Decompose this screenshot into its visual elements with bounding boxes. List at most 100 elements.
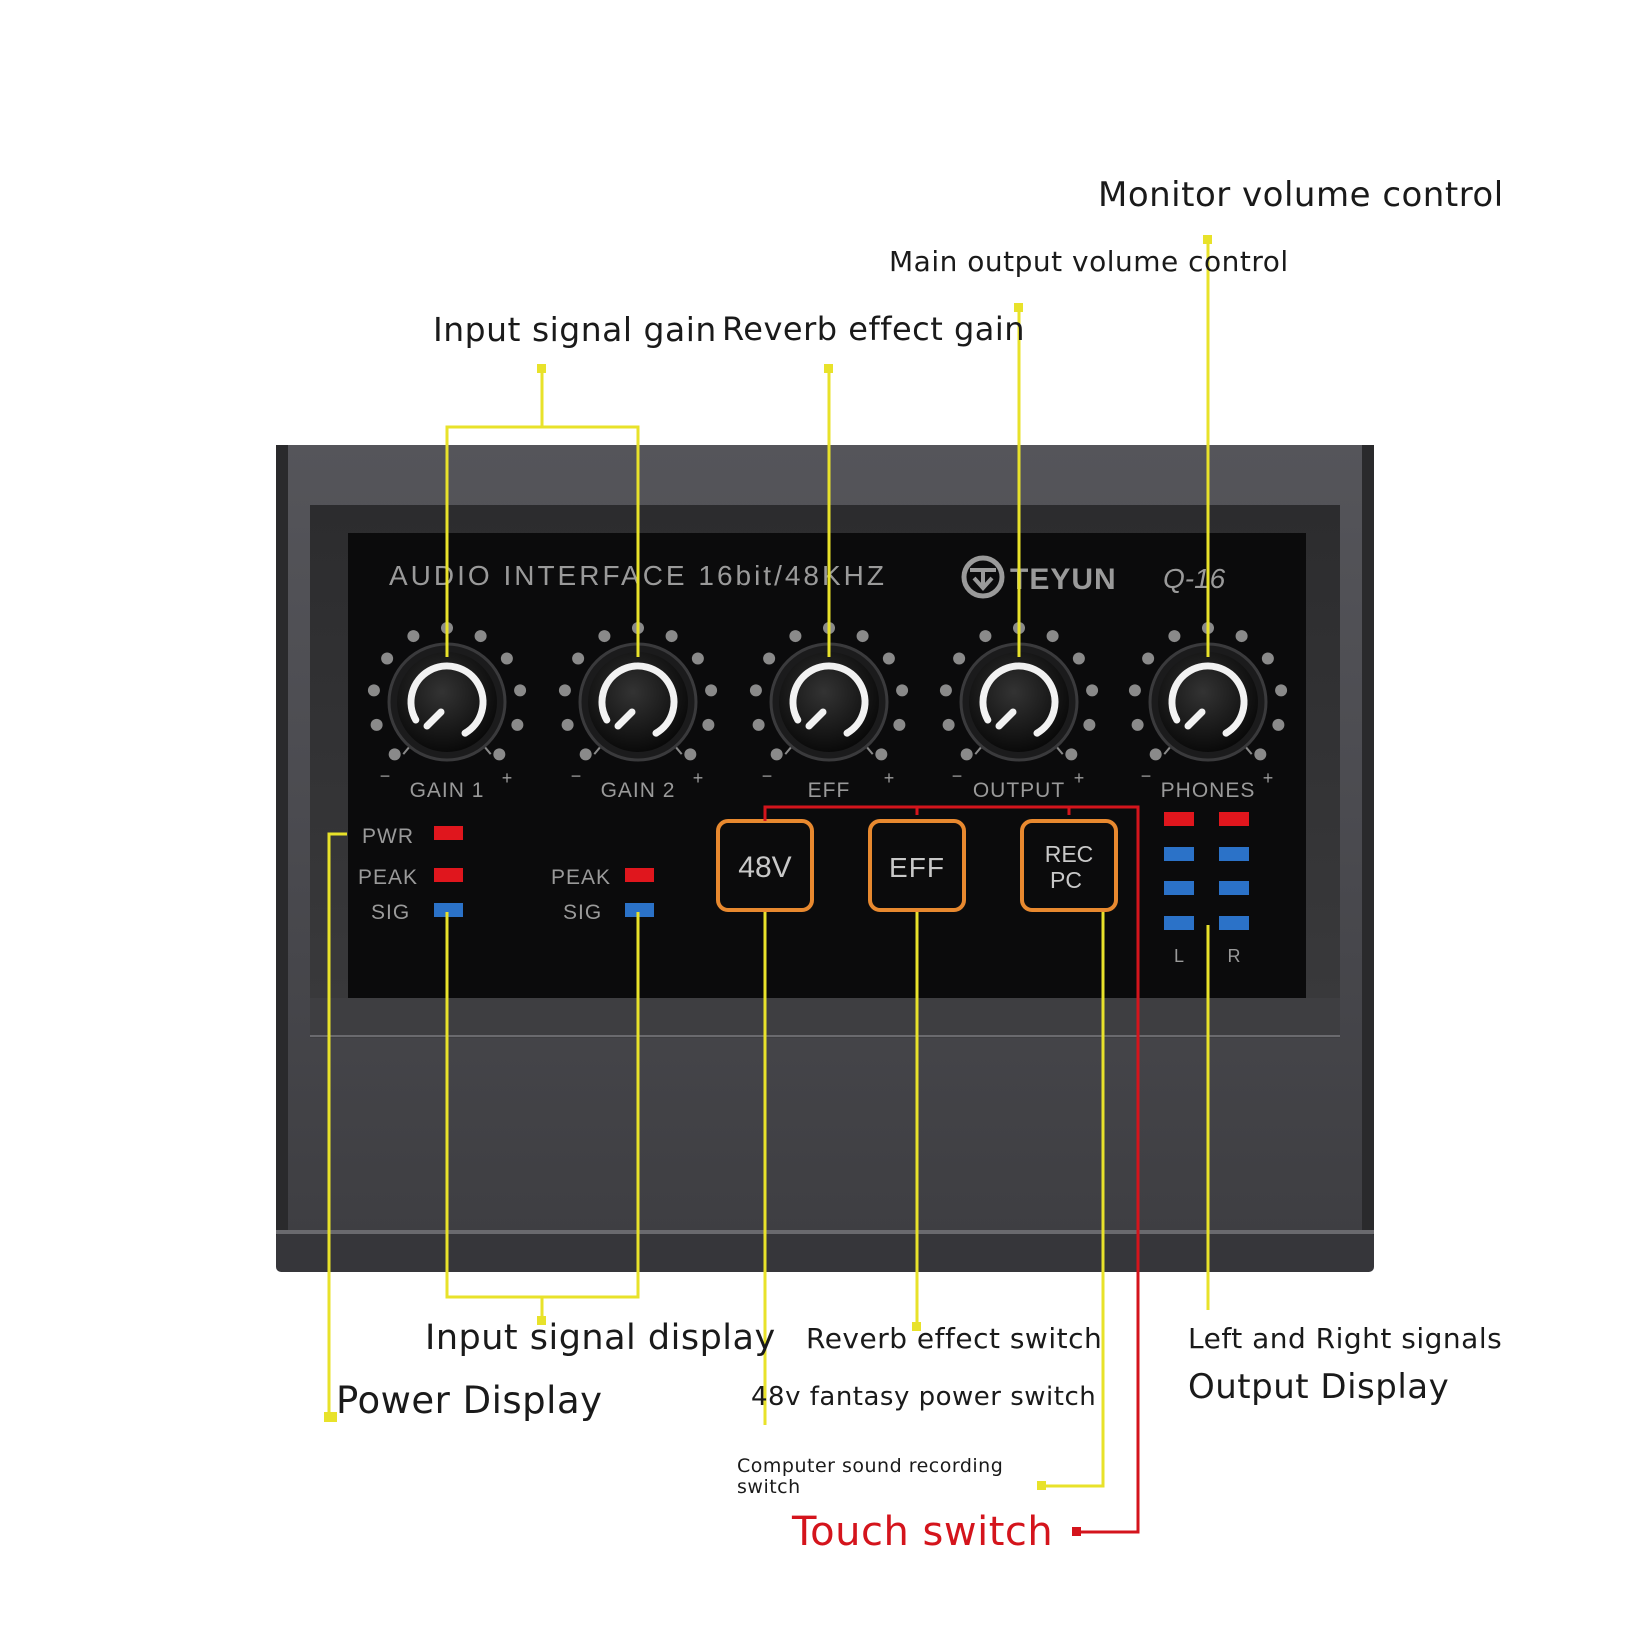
- knob-scale-dot: [942, 718, 955, 731]
- gain2-callout-line: [542, 425, 640, 657]
- touch-switch-dot: [1072, 1527, 1081, 1536]
- knob-indicator-arc: [1168, 662, 1248, 737]
- knob-scale-dot: [1128, 684, 1141, 697]
- knob-scale-dot: [875, 748, 888, 761]
- knob-row: GAIN 1−+GAIN 2−+EFF−+OUTPUT−+PHONES−+: [367, 622, 1288, 802]
- main-output-volume-label: Main output volume control: [889, 245, 1289, 278]
- knob-scale-dot: [388, 748, 401, 761]
- front-panel: [348, 533, 1306, 998]
- knob-scale-dot: [856, 630, 869, 643]
- knob-plus-label: +: [1074, 768, 1085, 788]
- knob-indicator-arc: [789, 662, 869, 737]
- knob-indicator-arc: [407, 662, 487, 737]
- output-meter: L R: [1164, 812, 1249, 966]
- knob-scale-dot: [953, 652, 966, 665]
- knob-tick: [865, 745, 874, 755]
- knob-plus-label: +: [693, 768, 704, 788]
- knob-scale-dot: [979, 630, 992, 643]
- gain-callout-line: [445, 367, 544, 657]
- device-base: [276, 1232, 1374, 1272]
- knob-minus-label: −: [762, 766, 773, 786]
- knob-label-eff: EFF: [808, 779, 851, 802]
- knob-scale-dot: [367, 684, 380, 697]
- rec-pc-button[interactable]: [1020, 819, 1118, 912]
- knob-scale-dot: [381, 652, 394, 665]
- knob-scale-dot: [1254, 748, 1267, 761]
- knob-eff-group: EFF−+: [749, 622, 909, 802]
- knob-scale-dot: [684, 748, 697, 761]
- knob-tick: [483, 745, 492, 755]
- meter-right-label: R: [1228, 946, 1241, 966]
- knob-scale-dot: [1142, 652, 1155, 665]
- monitor-volume-label: Monitor volume control: [1098, 175, 1504, 215]
- knob-scale-dot: [1083, 718, 1096, 731]
- knob-tick: [674, 745, 683, 755]
- eff-button[interactable]: [868, 819, 966, 912]
- knob-scale-dot: [1235, 630, 1248, 643]
- knob-scale-dot: [1272, 718, 1285, 731]
- input-signal-gain-label: Input signal gain: [433, 310, 717, 349]
- peak2-led: [625, 868, 654, 882]
- knob-minus-label: −: [1141, 766, 1152, 786]
- peak1-led: [434, 868, 463, 882]
- computer-recording-switch-label: Computer sound recording switch: [737, 1455, 1004, 1498]
- teyun-logo: TEYUN: [961, 555, 1117, 599]
- knob-label-phones: PHONES: [1161, 779, 1256, 802]
- power-display-label: Power Display: [336, 1379, 603, 1422]
- peak2-label: PEAK: [551, 866, 611, 889]
- knob-scale-dot: [1131, 718, 1144, 731]
- knob-label-output: OUTPUT: [973, 779, 1065, 802]
- knob-tick: [784, 745, 793, 755]
- callout-dots: [324, 235, 1212, 1490]
- knob-scale-dot: [407, 630, 420, 643]
- knob-tick: [402, 745, 411, 755]
- knob-tick: [593, 745, 602, 755]
- 48v-button-label: 48V: [738, 851, 791, 884]
- touch-switch-label: Touch switch: [792, 1509, 1054, 1555]
- knob-scale-dot: [493, 748, 506, 761]
- knob-scale-dot: [572, 652, 585, 665]
- peak1-label: PEAK: [358, 866, 418, 889]
- knob-output-group: OUTPUT−+: [939, 622, 1099, 802]
- knob-scale-dot: [474, 630, 487, 643]
- knob-scale-dot: [1168, 630, 1181, 643]
- knob-minus-label: −: [380, 766, 391, 786]
- knob-scale-dot: [1072, 652, 1085, 665]
- brand-name: TEYUN: [1010, 563, 1117, 596]
- knob-scale-dot: [691, 652, 704, 665]
- touch-buttons: 48V EFF REC PC: [716, 819, 1118, 912]
- meter-left-led: [1164, 847, 1194, 861]
- knob-scale-dot: [939, 684, 952, 697]
- reverb-effect-gain-label: Reverb effect gain: [722, 310, 1026, 348]
- knob-scale-dot: [561, 718, 574, 731]
- knob-scale-dot: [763, 652, 776, 665]
- knob-scale-dot: [893, 718, 906, 731]
- knob-scale-dot: [960, 748, 973, 761]
- knob-pointer: [805, 708, 827, 730]
- knob-plus-label: +: [502, 768, 513, 788]
- model-name: Q-16: [1163, 563, 1226, 594]
- knob-phones-group: PHONES− +: [1128, 622, 1288, 802]
- knob-pointer: [995, 708, 1017, 730]
- fantasy-power-switch-label: 48v fantasy power switch: [751, 1382, 1097, 1412]
- device-body: [276, 445, 1374, 1272]
- knob-scale-dot: [752, 718, 765, 731]
- sig1-led: [434, 903, 463, 917]
- meter-left-led: [1164, 916, 1194, 930]
- knob-pointer: [423, 708, 445, 730]
- knob-indicator-arc: [598, 662, 678, 737]
- knob-scale-dot: [896, 684, 909, 697]
- knob-minus-label: −: [571, 766, 582, 786]
- knob-scale-dot: [702, 718, 715, 731]
- channel-2-indicators: PEAK SIG: [551, 866, 654, 924]
- knob-scale-dot: [1046, 630, 1059, 643]
- input-signal-display-label: Input signal display: [425, 1318, 776, 1358]
- knob-plus-label: +: [1263, 768, 1274, 788]
- pc-button-label: PC: [1050, 867, 1082, 893]
- meter-left-led: [1164, 812, 1194, 826]
- knob-tick: [1244, 745, 1253, 755]
- meter-left-label: L: [1174, 946, 1184, 966]
- knob-scale-dot: [598, 630, 611, 643]
